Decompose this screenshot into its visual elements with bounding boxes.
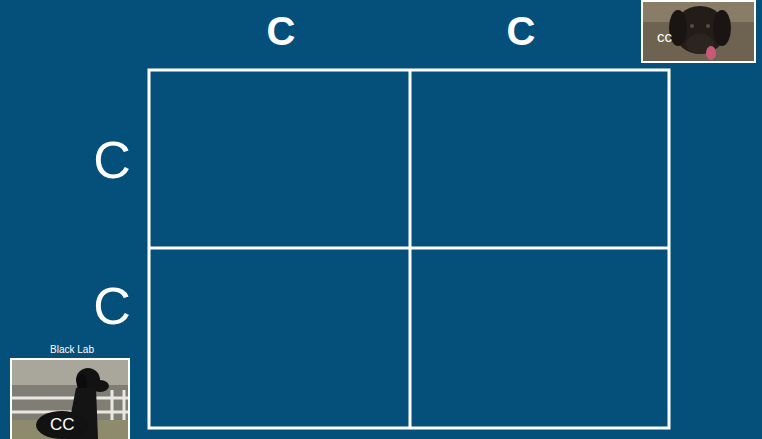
allele-label: C bbox=[267, 11, 296, 51]
dog-photo bbox=[12, 360, 128, 439]
dog-photo bbox=[643, 2, 754, 61]
allele-label: C bbox=[507, 11, 536, 51]
genotype-label: CC bbox=[50, 416, 75, 433]
allele-label: C bbox=[93, 280, 131, 332]
dog-photo-frame: Black LabCC bbox=[10, 358, 130, 439]
allele-label: C bbox=[93, 134, 131, 186]
punnett-grid bbox=[149, 70, 669, 428]
genotype-label: cc bbox=[657, 29, 672, 44]
photo-caption: Black Lab bbox=[50, 345, 94, 355]
dog-photo-frame: cc bbox=[641, 0, 756, 63]
